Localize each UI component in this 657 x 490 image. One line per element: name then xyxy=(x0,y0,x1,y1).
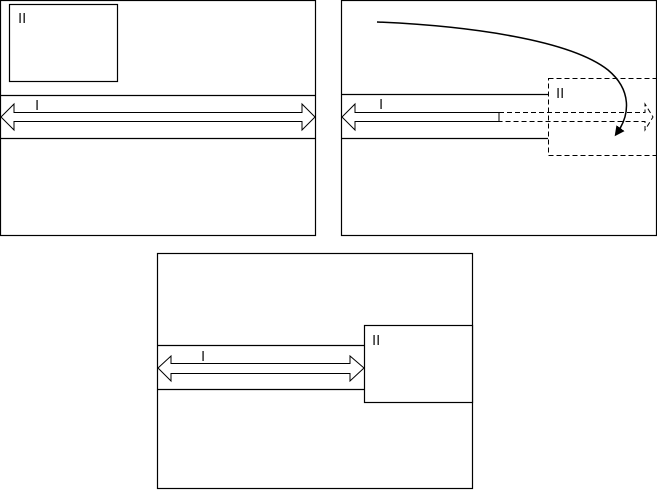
panel-2: II I xyxy=(340,0,657,237)
panel-1-label-ii: II xyxy=(18,10,26,27)
panel-2-label-i: I xyxy=(379,96,383,113)
panel-2-arrow-dashed-icon xyxy=(499,102,654,132)
panel-3-label-i: I xyxy=(201,348,205,365)
panel-2-drag-curve-arrow-icon xyxy=(376,21,628,137)
panel-3-double-arrow-icon xyxy=(157,354,365,383)
panel-3-window-ii-docked xyxy=(363,324,474,404)
panel-1-double-arrow-icon xyxy=(0,102,316,132)
panel-3: II I xyxy=(156,252,474,490)
panel-2-label-ii: II xyxy=(556,85,564,102)
panel-1-window-ii xyxy=(8,3,119,83)
panel-2-arrow-solid-icon xyxy=(341,102,500,132)
panel-1-label-i: I xyxy=(35,97,39,114)
panel-1: II I xyxy=(0,0,317,237)
panel-3-label-ii: II xyxy=(372,332,380,349)
